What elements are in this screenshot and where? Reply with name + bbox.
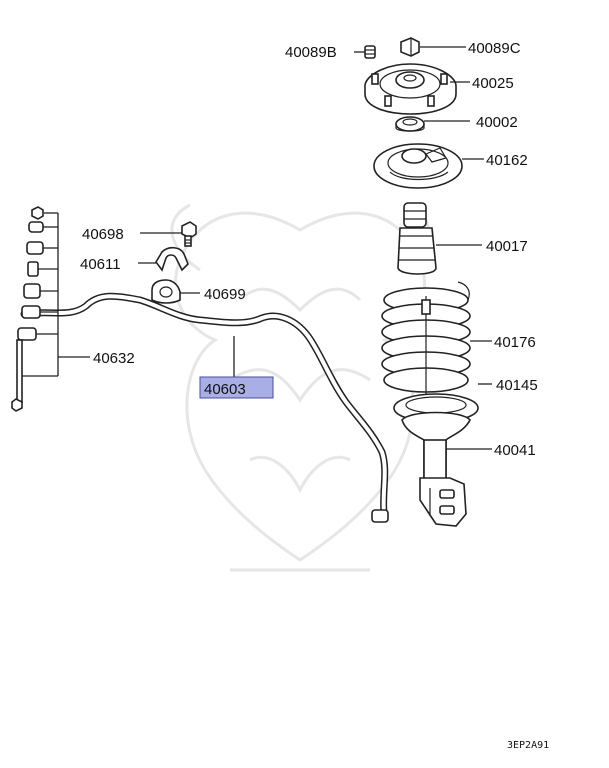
part-bracket-40611[interactable] bbox=[155, 246, 189, 272]
label-40603: 40603 bbox=[204, 381, 246, 398]
part-nut-40089b[interactable] bbox=[364, 45, 376, 59]
label-40699: 40699 bbox=[204, 286, 246, 303]
part-strut-mount-40025[interactable] bbox=[364, 63, 457, 115]
label-40698: 40698 bbox=[82, 226, 124, 243]
highlight-box-40603 bbox=[199, 376, 274, 399]
part-spring-seat-40162[interactable] bbox=[373, 143, 463, 189]
part-dust-boot-40017[interactable] bbox=[397, 202, 437, 275]
label-40611: 40611 bbox=[80, 256, 121, 273]
label-40632: 40632 bbox=[93, 350, 135, 367]
part-bearing-40002[interactable] bbox=[395, 116, 425, 132]
part-nut-40089c[interactable] bbox=[400, 37, 420, 57]
part-strut-assembly-40041[interactable] bbox=[401, 411, 471, 527]
label-40162: 40162 bbox=[486, 152, 528, 169]
part-link-kit-40632[interactable] bbox=[11, 206, 44, 412]
part-bushing-40699[interactable] bbox=[151, 279, 181, 304]
label-40017: 40017 bbox=[486, 238, 528, 255]
part-coil-spring-40176[interactable] bbox=[381, 281, 471, 395]
part-stabilizer-bar-40603[interactable] bbox=[20, 292, 389, 523]
label-40089b: 40089B bbox=[285, 44, 337, 61]
label-40025: 40025 bbox=[472, 75, 514, 92]
label-40041: 40041 bbox=[494, 442, 536, 459]
label-40176: 40176 bbox=[494, 334, 536, 351]
diagram-code: 3EP2A91 bbox=[507, 740, 549, 751]
label-40002: 40002 bbox=[476, 114, 518, 131]
part-bolt-40698[interactable] bbox=[181, 221, 197, 247]
label-40145: 40145 bbox=[496, 377, 538, 394]
label-40089c: 40089C bbox=[468, 40, 521, 57]
